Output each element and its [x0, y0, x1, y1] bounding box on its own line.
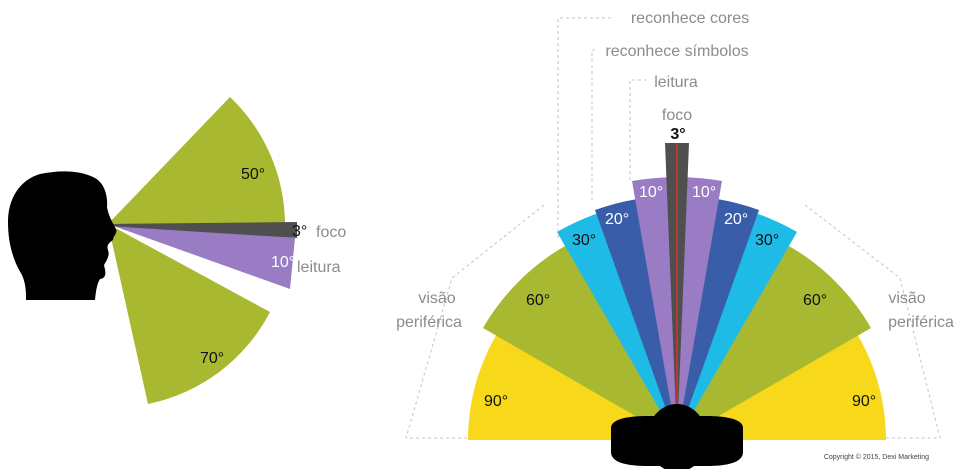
head-silhouette-top	[611, 404, 743, 469]
copyright-text: Copyright © 2015, Dexi Marketing	[824, 453, 929, 461]
side-label-leitura: leitura	[297, 259, 341, 276]
header-leitura: leitura	[654, 74, 698, 91]
header-reconhece-cores: reconhece cores	[631, 10, 749, 27]
side-angle-3: 3°	[292, 223, 307, 240]
frame-periferica-right	[804, 204, 941, 439]
top-view: reconhece cores reconhece símbolos leitu…	[396, 10, 954, 469]
focus-sector	[108, 222, 297, 238]
angle-wide-right: 90°	[852, 393, 876, 410]
frame-reconhece-simbolos	[591, 49, 596, 200]
peripheral-right-line2: periférica	[888, 314, 954, 331]
upper-sector-50	[108, 97, 285, 224]
guide-frames	[405, 17, 941, 439]
side-label-foco: foco	[316, 224, 346, 241]
angle-symbols-right: 20°	[724, 211, 748, 228]
side-view: 50° 3° foco 10° leitura 70°	[8, 97, 346, 404]
angle-focus-3: 3°	[670, 126, 685, 143]
angle-reading-left: 10°	[639, 184, 663, 201]
angle-symbols-left: 20°	[605, 211, 629, 228]
angle-colors-right: 30°	[755, 232, 779, 249]
side-angle-50: 50°	[241, 166, 265, 183]
peripheral-right-line1: visão	[888, 290, 925, 307]
header-foco: foco	[662, 107, 692, 124]
frame-reconhece-cores	[557, 17, 611, 238]
peripheral-left-line1: visão	[418, 290, 455, 307]
side-angle-70: 70°	[200, 350, 224, 367]
frame-periferica-left	[405, 204, 545, 439]
peripheral-left-line2: periférica	[396, 314, 462, 331]
angle-peripheral-right: 60°	[803, 292, 827, 309]
angle-colors-left: 30°	[572, 232, 596, 249]
angle-wide-left: 90°	[484, 393, 508, 410]
head-silhouette-side	[8, 171, 117, 300]
header-reconhece-simbolos: reconhece símbolos	[605, 43, 748, 60]
angle-peripheral-left: 60°	[526, 292, 550, 309]
frame-leitura	[629, 79, 646, 180]
side-angle-10: 10°	[271, 254, 295, 271]
lower-sector-70	[108, 224, 270, 404]
angle-reading-right: 10°	[692, 184, 716, 201]
reading-sector	[108, 224, 295, 289]
